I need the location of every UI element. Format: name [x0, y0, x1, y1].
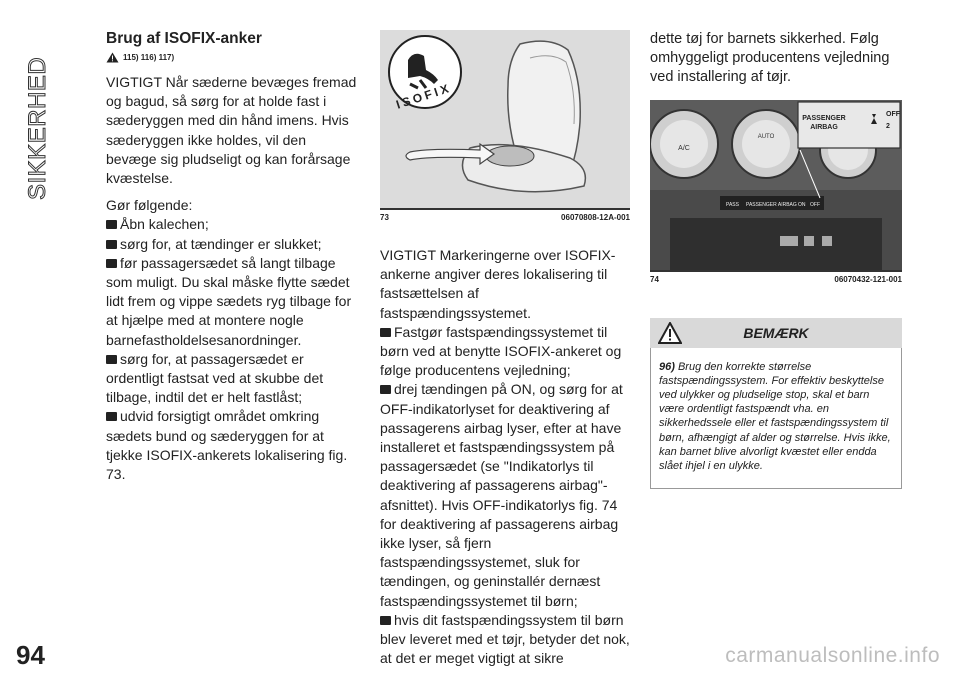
note-body: 96) Brug den korrekte størrelse fastspæn… — [650, 347, 902, 489]
list-item-text: sørg for, at passagersædet er ordentligt… — [106, 350, 324, 406]
panel-on-text: ON — [798, 202, 806, 208]
intro-text: Gør følgende: — [106, 197, 193, 214]
list-item: sørg for, at passagersædet er ordentligt… — [106, 350, 358, 408]
list-item-text: hvis dit fastspændingssystem til børn bl… — [380, 611, 630, 667]
figure-73-caption: 73 06070808-12A-001 — [380, 213, 630, 222]
inset-passenger-text: PASSENGER — [802, 115, 845, 122]
list-item-text: Fastgør fastspændingssystemet til børn v… — [380, 323, 622, 379]
section-side-title-text: SIKKERHED — [24, 57, 51, 200]
panel-passenger-airbag-text: PASSENGER AIRBAG — [746, 202, 797, 208]
figure-74-image: AUTO A/C PASS PASSENGER AIRBAG ON OFF — [649, 99, 902, 272]
figure-73-image: ISOFIX — [380, 30, 630, 210]
warning-refs: 115) 116) 117) — [106, 52, 358, 63]
list-item: før passagersædet så langt tilbage som m… — [106, 254, 358, 350]
section-side-title: SIKKERHED — [14, 32, 54, 202]
list-item-text: sørg for, at tændinger er slukket; — [120, 235, 322, 252]
bullet-icon — [106, 220, 117, 230]
column-3: dette tøj for barnets sikkerhed. Følg om… — [649, 30, 902, 489]
figure-73-number: 73 — [380, 213, 389, 222]
inset-callout-number: 2 — [886, 123, 890, 130]
bullet-icon — [106, 239, 117, 249]
list-item-text: Åbn kalechen; — [120, 216, 209, 233]
bullet-icon — [106, 258, 117, 268]
bullet-icon — [380, 327, 391, 337]
bullet-icon — [380, 385, 391, 395]
column-2: ISOFIX 73 06070808-12A-001 VIGTIGT Marke… — [380, 30, 630, 668]
bullet-icon — [380, 615, 391, 625]
panel-off-text: OFF — [810, 202, 820, 208]
figure-73: ISOFIX 73 06070808-12A-001 — [380, 30, 630, 222]
list-item-text: udvid forsigtigt området omkring sædets … — [106, 408, 348, 483]
panel-pass-text: PASS — [726, 202, 740, 208]
figure-74-caption: 74 06070432-121-001 — [650, 275, 902, 284]
watermark: carmanualsonline.info — [725, 644, 940, 667]
bullet-icon — [106, 412, 117, 422]
list-item: udvid forsigtigt området omkring sædets … — [106, 407, 358, 484]
inset-off-text: OFF — [886, 111, 901, 118]
warning-triangle-icon — [658, 321, 682, 344]
note-ref: 96) — [659, 360, 675, 373]
figure-73-code: 06070808-12A-001 — [561, 213, 630, 222]
list-item-text: før passagersædet så langt tilbage som m… — [106, 254, 352, 348]
knob-auto-text: AUTO — [758, 134, 775, 140]
warning-triangle-icon — [106, 52, 119, 63]
list-item: Fastgør fastspændingssystemet til børn v… — [380, 323, 630, 381]
note-title: BEMÆRK — [743, 324, 809, 341]
figure-74-number: 74 — [650, 274, 659, 284]
list-item-text: drej tændingen på ON, og sørg for at OFF… — [380, 381, 623, 609]
continuation-text: dette tøj for barnets sikkerhed. Følg om… — [650, 31, 890, 86]
list-item: Åbn kalechen; — [106, 215, 358, 234]
bullet-icon — [106, 354, 117, 364]
paragraph-important-markings: VIGTIGT Markeringerne over ISOFIX-ankern… — [380, 247, 616, 321]
note-text: Brug den korrekte størrelse fastspænding… — [659, 360, 891, 473]
figure-74-code: 06070432-121-001 — [834, 274, 902, 284]
section-heading: Brug af ISOFIX-anker — [106, 30, 262, 47]
column-1: Brug af ISOFIX-anker 115) 116) 117) VIGT… — [106, 30, 358, 484]
page-number: 94 — [16, 640, 45, 670]
paragraph-important: VIGTIGT Når sæderne bevæges fremad og ba… — [106, 74, 357, 187]
knob-ac-text: A/C — [678, 145, 690, 152]
warning-refs-text: 115) 116) 117) — [123, 53, 175, 62]
note-header: BEMÆRK — [650, 317, 902, 348]
list-item: hvis dit fastspændingssystem til børn bl… — [380, 611, 630, 669]
list-item: drej tændingen på ON, og sørg for at OFF… — [380, 380, 630, 610]
list-item: sørg for, at tændinger er slukket; — [106, 235, 358, 254]
inset-airbag-text: AIRBAG — [810, 124, 838, 131]
figure-74: AUTO A/C PASS PASSENGER AIRBAG ON OFF — [649, 99, 902, 284]
